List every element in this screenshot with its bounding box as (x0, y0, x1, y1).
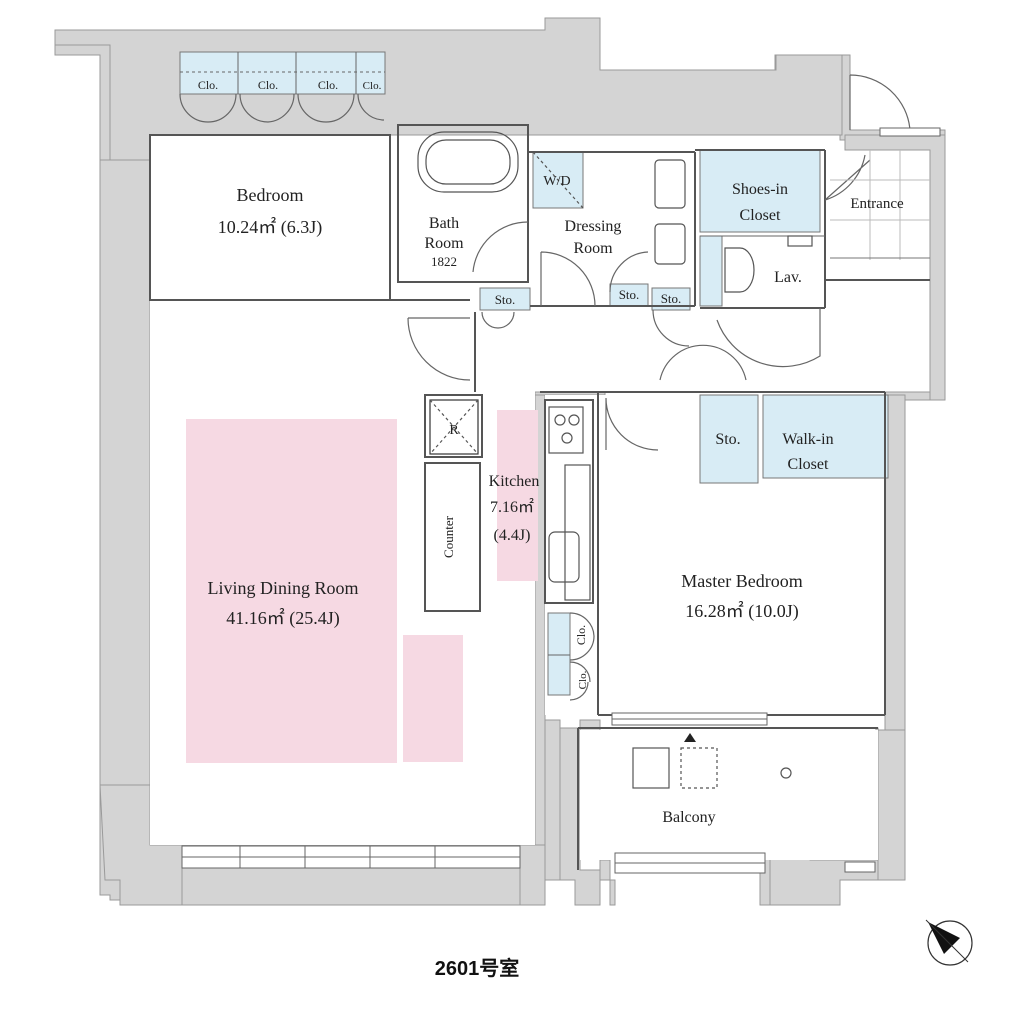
shoes-label-1: Shoes-in (732, 181, 788, 198)
storage-areas (179, 51, 889, 696)
closet-label: Clo. (577, 670, 589, 689)
walkin-label-2: Closet (788, 456, 829, 473)
shoes-label-2: Closet (740, 207, 781, 224)
north-arrow-icon (925, 919, 973, 966)
door-swings (179, 74, 911, 701)
storage-label: Sto. (619, 287, 640, 302)
bedroom-name: Bedroom (237, 185, 304, 205)
storage-label: Sto. (715, 431, 740, 448)
bedroom-area: 10.24㎡ (6.3J) (218, 216, 323, 238)
lav-label: Lav. (774, 269, 802, 286)
fixtures (417, 131, 813, 789)
entrance-label: Entrance (850, 196, 904, 212)
master-bedroom-name: Master Bedroom (681, 571, 802, 591)
closet-label: Clo. (574, 625, 588, 645)
dressing-label-2: Room (573, 240, 613, 257)
bath-label-3: 1822 (431, 254, 457, 269)
closet-label: Clo. (318, 78, 338, 92)
closet-label: Clo. (258, 78, 278, 92)
kitchen-area: 7.16㎡ (490, 498, 534, 516)
kitchen-tatami: (4.4J) (494, 527, 531, 544)
closet-label: Clo. (363, 80, 382, 92)
storage-label: Sto. (661, 291, 682, 306)
fridge-label: R (449, 423, 459, 438)
wall-fills (54, 17, 946, 906)
windows (181, 127, 941, 874)
walkin-label-1: Walk-in (782, 431, 833, 448)
living-area: 41.16㎡ (25.4J) (226, 607, 340, 629)
entrance-tiles (830, 150, 930, 260)
furniture-zones (186, 410, 538, 763)
storage-label: Sto. (495, 292, 516, 307)
balcony-label: Balcony (662, 809, 715, 826)
master-bedroom-area: 16.28㎡ (10.0J) (685, 600, 799, 622)
bath-label-2: Room (424, 235, 464, 252)
wd-label: W/D (543, 174, 570, 189)
dressing-label-1: Dressing (565, 218, 622, 235)
closet-label: Clo. (198, 78, 218, 92)
bath-label-1: Bath (429, 215, 459, 232)
kitchen-name: Kitchen (489, 473, 540, 490)
counter-label: Counter (441, 515, 456, 558)
living-name: Living Dining Room (207, 578, 358, 598)
unit-number: 2601号室 (434, 958, 520, 980)
entry-marker-icon (684, 733, 696, 742)
